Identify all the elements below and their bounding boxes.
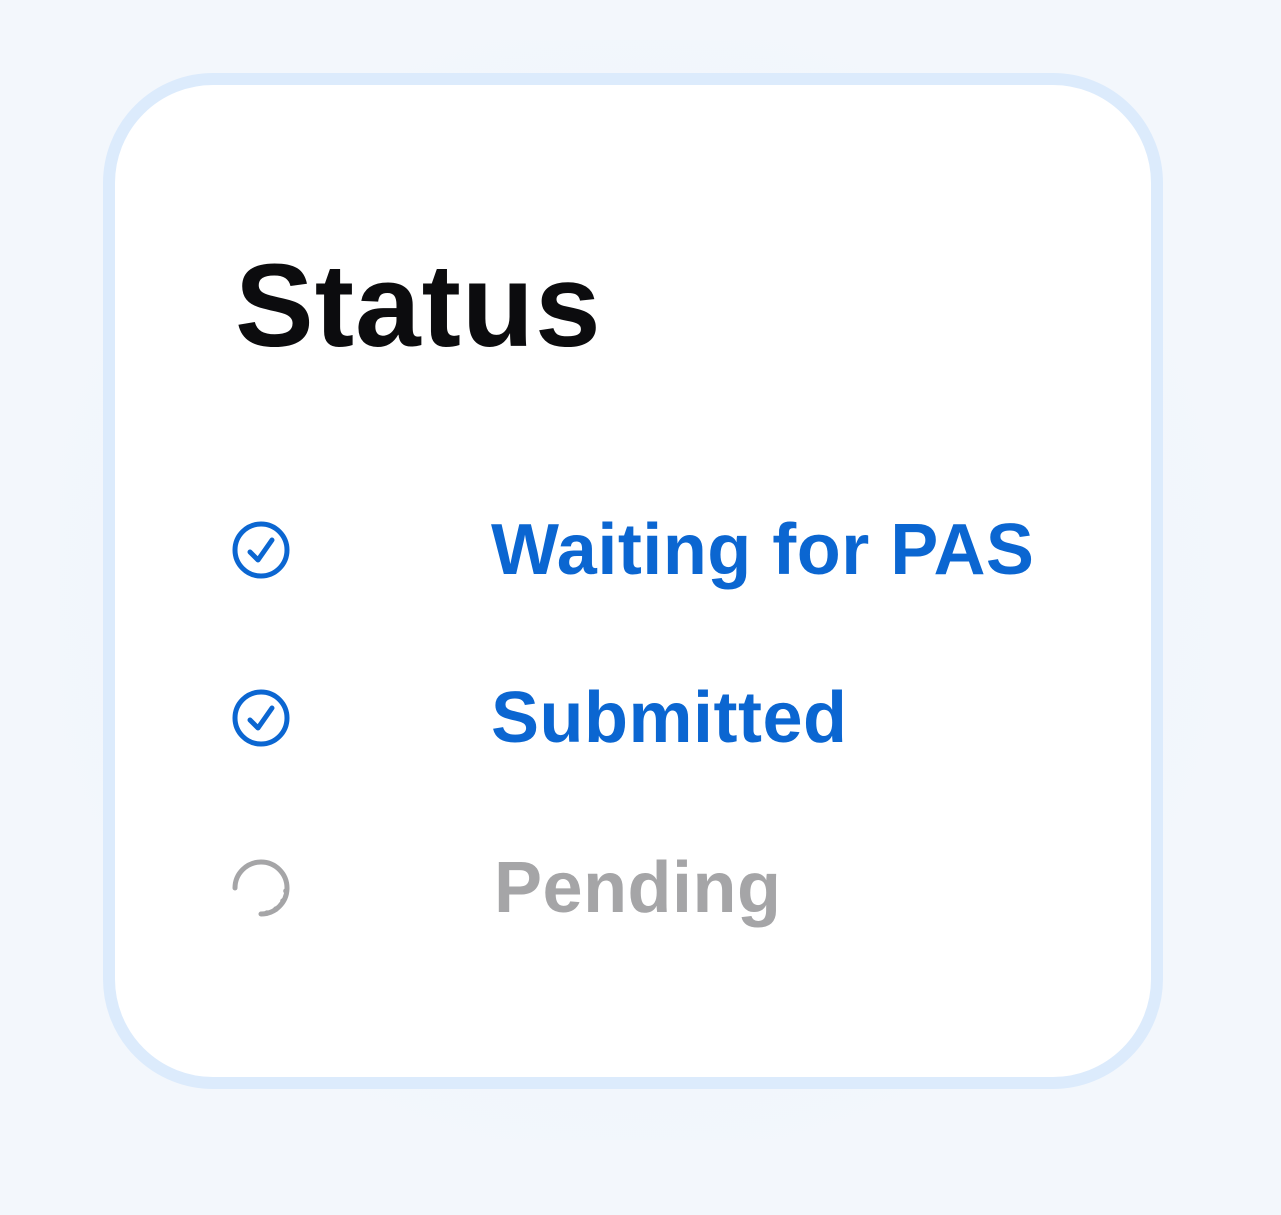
status-item-pending: Pending [231, 848, 1131, 928]
status-label: Pending [494, 848, 782, 928]
card-title: Status [235, 240, 602, 372]
dotted-circle-icon [232, 859, 290, 917]
status-label: Waiting for PAS [491, 510, 1035, 590]
check-circle-icon [232, 689, 290, 747]
status-label: Submitted [491, 678, 848, 758]
check-circle-icon [232, 521, 290, 579]
status-card: Status Waiting for PAS Submitted Pending [103, 73, 1163, 1089]
status-item-waiting-for-pas: Waiting for PAS [231, 510, 1131, 590]
status-item-submitted: Submitted [231, 678, 1131, 758]
